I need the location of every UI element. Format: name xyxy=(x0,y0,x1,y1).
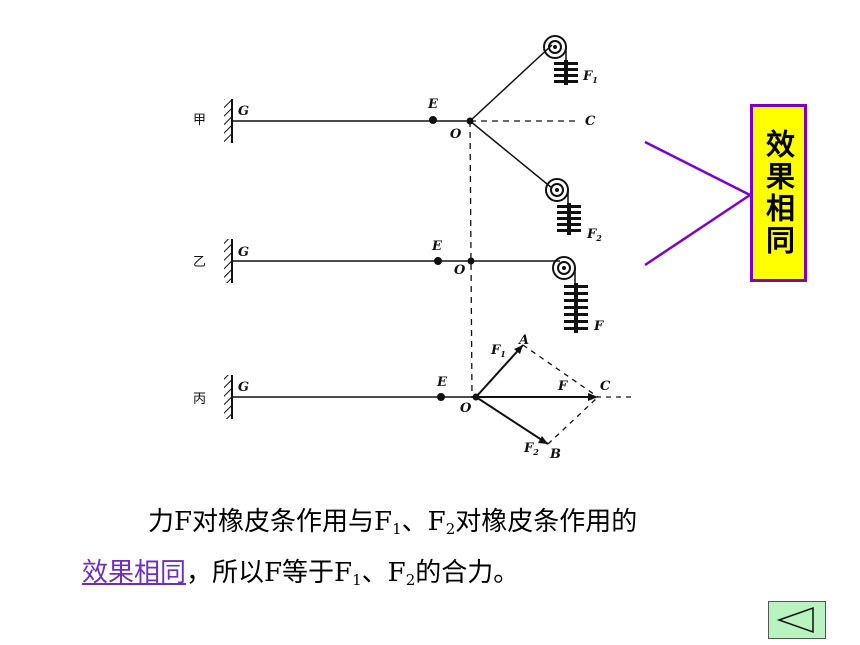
row-jia: 甲 G E O C F1 F2 xyxy=(193,35,602,243)
label-G: G xyxy=(238,245,249,260)
row3-label: 丙 xyxy=(193,392,206,407)
label-G: G xyxy=(238,380,249,395)
pointer-line-top xyxy=(644,140,751,197)
row-bing: 丙 G E O A F1 B F2 F C xyxy=(193,333,635,462)
caption-text: 力F对橡皮条作用与F1、F2对橡皮条作用的 效果相同，所以F等于F1、F2的合力… xyxy=(82,500,782,602)
caption-line-1: 力F对橡皮条作用与F1、F2对橡皮条作用的 xyxy=(148,507,638,538)
label-F2: F2 xyxy=(586,227,602,243)
label-F: F xyxy=(593,319,604,334)
label-E: E xyxy=(436,375,448,390)
row2-label: 乙 xyxy=(193,255,206,270)
back-button[interactable] xyxy=(768,601,826,639)
label-O: O xyxy=(454,263,466,278)
label-G: G xyxy=(238,104,249,119)
label-B: B xyxy=(549,447,561,462)
effect-same-link[interactable]: 效果相同 xyxy=(82,558,187,588)
row-yi: 乙 G E O F xyxy=(193,239,604,334)
label-E: E xyxy=(431,239,443,254)
label-C: C xyxy=(585,114,596,129)
wall-jia xyxy=(224,99,232,143)
effect-same-text: 效果相同 xyxy=(761,129,796,257)
caption-line-2: 效果相同，所以F等于F1、F2的合力。 xyxy=(82,558,520,589)
label-F-resultant: F xyxy=(557,379,568,394)
label-F1-vector: F1 xyxy=(490,343,506,359)
label-F1: F1 xyxy=(582,69,598,85)
row1-label: 甲 xyxy=(193,113,206,128)
wall-bing xyxy=(224,375,232,419)
wall-yi xyxy=(224,239,232,283)
label-C: C xyxy=(600,379,611,394)
vector-F1 xyxy=(475,344,524,398)
label-O: O xyxy=(450,127,462,142)
label-O: O xyxy=(460,401,472,416)
vector-F2 xyxy=(475,396,549,445)
reference-dashed-line xyxy=(469,120,473,399)
pointer-line-bottom xyxy=(644,193,751,267)
triangle-left-icon xyxy=(776,606,814,634)
label-E: E xyxy=(427,97,439,112)
label-A: A xyxy=(517,333,529,348)
label-F2-vector: F2 xyxy=(523,441,539,457)
effect-same-box: 效果相同 xyxy=(750,104,807,282)
